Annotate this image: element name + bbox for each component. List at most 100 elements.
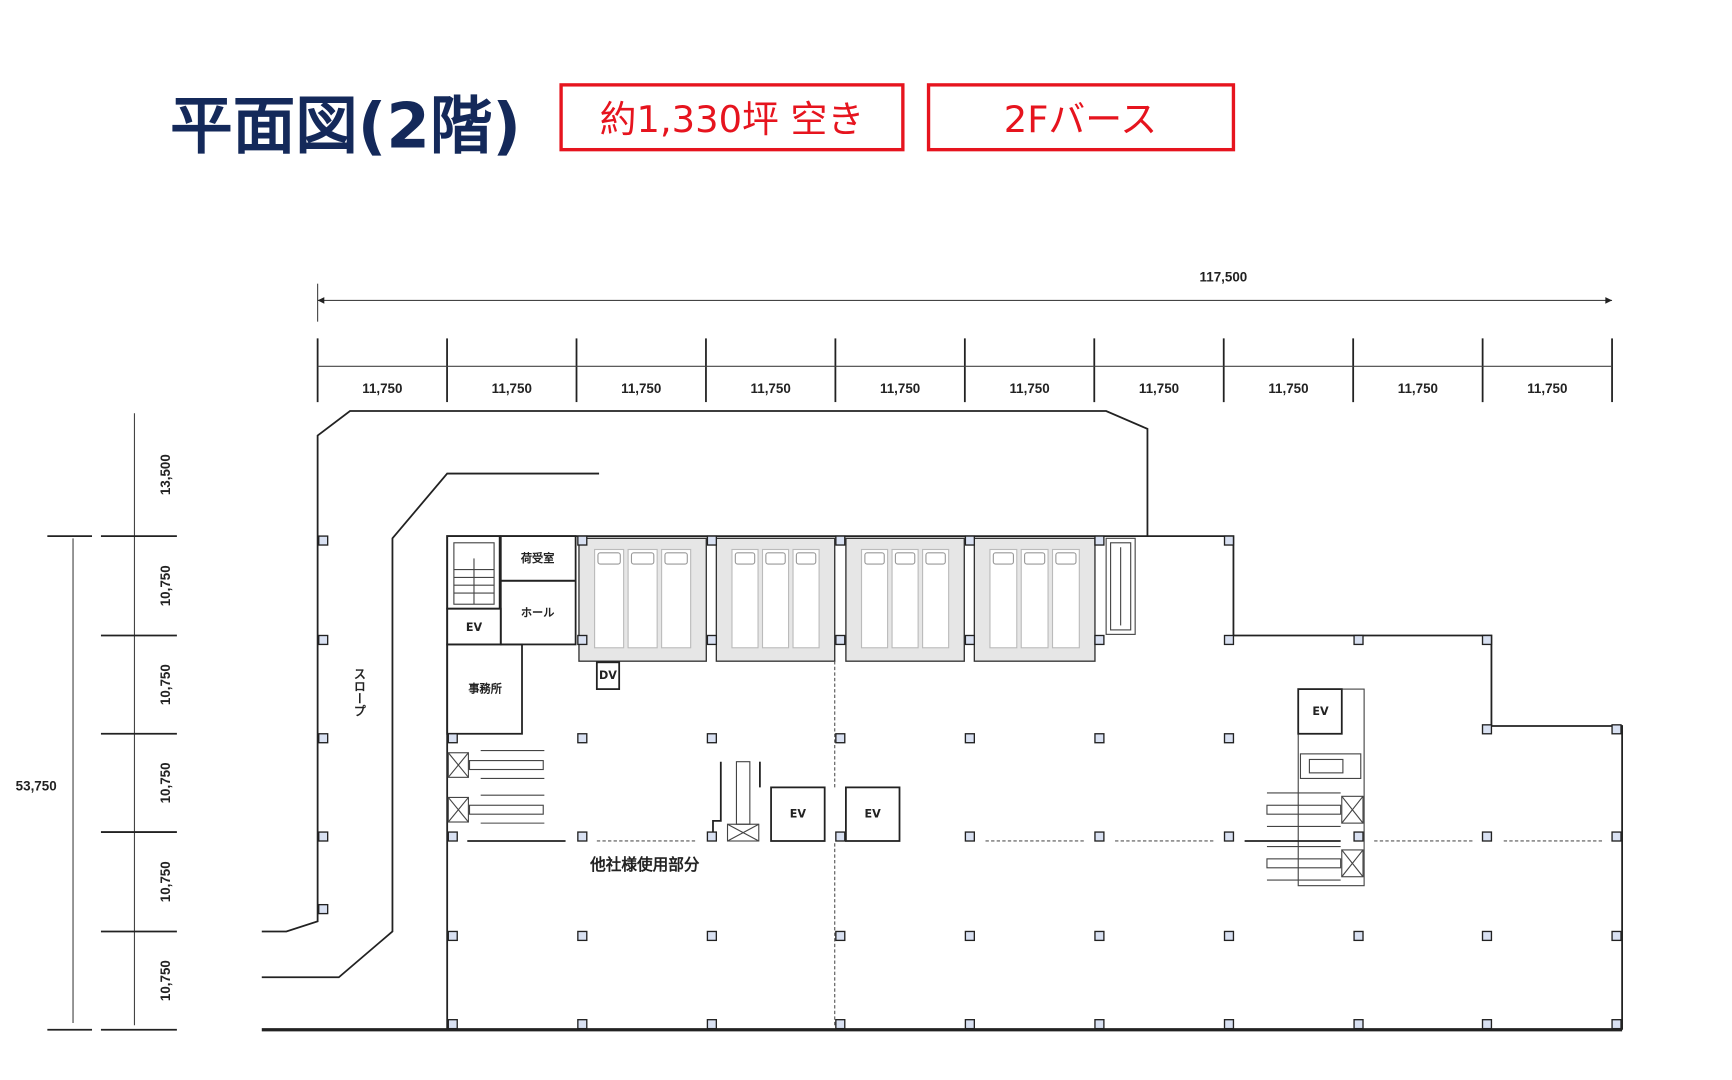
room-loading-label: 荷受室	[520, 551, 554, 565]
truck-stall	[891, 548, 919, 649]
truck-stall	[661, 548, 692, 649]
truck-icon	[795, 552, 817, 565]
escalators-west	[447, 749, 566, 842]
column-marker	[1481, 634, 1493, 646]
slope-label: スロープ	[352, 668, 366, 717]
truck-icon	[864, 552, 885, 565]
truck-stall	[594, 548, 625, 649]
column-marker	[447, 733, 458, 744]
truck-stall	[627, 548, 658, 649]
bay-width-label: 11,750	[1009, 381, 1049, 396]
truck-stall	[989, 548, 1018, 649]
depth-label: 10,750	[158, 664, 173, 705]
tenant-partition-lines	[596, 661, 1603, 1026]
depth-total-label: 53,750	[16, 779, 57, 794]
column-marker	[447, 831, 458, 842]
column-marker	[706, 535, 718, 546]
column-marker	[318, 903, 329, 915]
page-title: 平面図(2階)	[170, 89, 521, 162]
depth-label: 10,750	[158, 861, 173, 902]
column-marker	[577, 930, 588, 942]
truck-icon	[992, 552, 1014, 565]
column-marker	[835, 733, 846, 744]
column-marker	[1094, 535, 1105, 546]
bay-width-label: 11,750	[880, 381, 920, 396]
room-hall: ホール	[499, 579, 577, 646]
column-marker	[577, 831, 588, 842]
column-marker	[835, 634, 846, 646]
truck-stall	[1020, 548, 1049, 649]
column-marker	[1611, 1019, 1622, 1030]
column-marker	[835, 535, 846, 546]
column-marker	[318, 831, 329, 842]
column-marker	[964, 831, 976, 842]
column-marker	[1223, 634, 1235, 646]
other-tenant-area-label: 他社様使用部分	[589, 855, 700, 874]
column-marker	[1223, 1019, 1235, 1030]
column-marker	[577, 733, 588, 744]
room-office-label: 事務所	[468, 681, 501, 695]
column-marker	[1353, 831, 1364, 842]
column-marker	[318, 733, 329, 744]
truck-stall	[792, 548, 820, 649]
truck-icon	[630, 552, 655, 565]
column-marker	[1223, 831, 1235, 842]
depth-label: 10,750	[158, 960, 173, 1001]
column-marker	[1611, 930, 1622, 942]
elevator-center-1: EV	[770, 786, 826, 842]
column-marker	[447, 930, 458, 942]
badge-area-vacancy: 約1,330坪 空き	[559, 83, 905, 152]
column-marker	[1353, 930, 1364, 942]
column-marker	[1094, 634, 1105, 646]
truck-icon	[765, 552, 786, 565]
truck-stall	[761, 548, 790, 649]
stair-north-west	[446, 535, 501, 610]
truck-icon	[734, 552, 756, 565]
truck-icon	[1024, 552, 1046, 565]
column-marker	[964, 733, 976, 744]
column-marker	[1611, 831, 1622, 842]
depth-dimensions: 53,750	[16, 413, 136, 1031]
column-marker	[1353, 634, 1364, 646]
room-hall-label: ホール	[521, 607, 554, 620]
bay-width-label: 11,750	[751, 381, 791, 396]
truck-stall	[731, 548, 759, 649]
column-marker	[964, 634, 976, 646]
bay-width-label: 11,750	[1268, 381, 1308, 396]
truck-stall	[922, 548, 950, 649]
ev-label: EV	[865, 808, 882, 821]
column-marker	[318, 634, 329, 646]
truck-icon	[1055, 552, 1077, 565]
ev-label: EV	[790, 808, 807, 821]
truck-icon	[925, 552, 946, 565]
column-marker	[835, 831, 846, 842]
column-marker	[706, 1019, 718, 1030]
column-marker	[1611, 724, 1622, 735]
column-marker	[1481, 930, 1493, 942]
column-marker	[577, 535, 588, 546]
truck-icon	[894, 552, 916, 565]
bay-width-label: 11,750	[1139, 381, 1179, 396]
truck-icon	[597, 552, 621, 565]
column-marker	[835, 930, 846, 942]
column-marker	[835, 1019, 846, 1030]
elevator-east: EV	[1297, 688, 1365, 887]
badge-area-text: 約1,330坪 空き	[600, 98, 865, 141]
column-marker	[1223, 733, 1235, 744]
room-dv-label: DV	[599, 669, 617, 682]
bay-width-label: 11,750	[1527, 381, 1567, 396]
column-marker	[706, 634, 718, 646]
room-loading: 荷受室	[499, 535, 577, 582]
column-marker	[1223, 535, 1235, 546]
truck-stall	[1051, 548, 1080, 649]
column-marker	[447, 1019, 458, 1030]
total-width-dimension: 117,500	[317, 269, 1613, 322]
column-marker	[1353, 1019, 1364, 1030]
column-marker	[318, 535, 329, 546]
column-marker	[964, 1019, 976, 1030]
truck-icon	[664, 552, 688, 565]
column-marker	[964, 535, 976, 546]
column-marker	[1481, 724, 1493, 735]
badge-berth-text: 2Fバース	[1004, 98, 1157, 141]
